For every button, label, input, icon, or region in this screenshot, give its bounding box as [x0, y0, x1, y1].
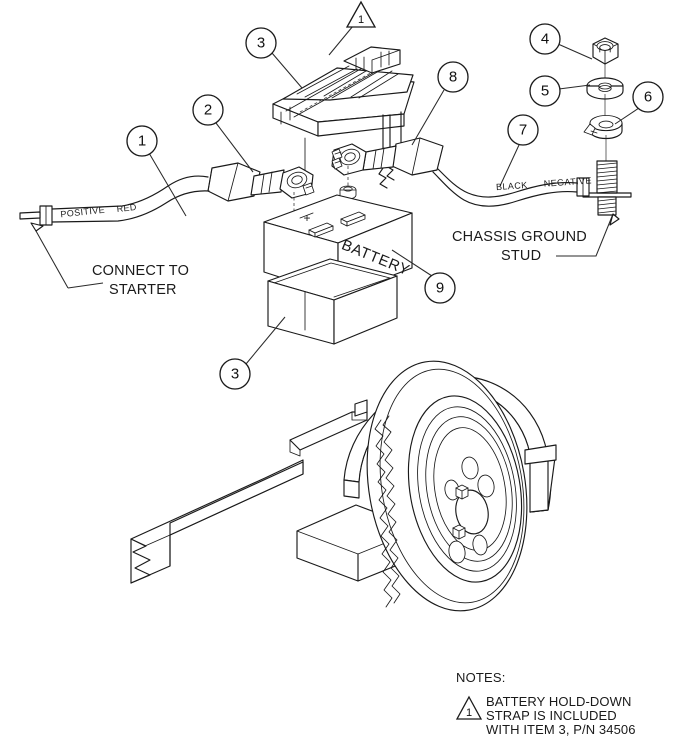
battery-holddown-strap-assembly [272, 46, 415, 189]
callout-balloon-8-label: 8 [449, 69, 457, 86]
cable-text-labels: POSITIVE RED BLACK NEGATIVE [60, 175, 592, 219]
connect-to-starter-label: CONNECT TO STARTER [92, 263, 189, 298]
trailer-frame-and-wheel [130, 360, 557, 612]
callout-balloon-6-label: 6 [644, 89, 652, 106]
positive-red-cable [19, 175, 210, 226]
triangle-callout-1[interactable]: 1 [345, 0, 377, 28]
connect-to-starter-line-2: STARTER [109, 282, 177, 298]
notes-item-1-line-3: WITH ITEM 3, P/N 34506 [486, 722, 636, 737]
callout-balloon-8[interactable]: 8 [437, 61, 469, 93]
callout-balloon-6[interactable]: 6 [632, 81, 664, 113]
notes-triangle-marker-1: 1 [455, 695, 483, 720]
callout-balloon-7-label: 7 [519, 122, 527, 139]
chassis-ground-stud-line-2: STUD [501, 248, 541, 264]
notes-item-1-line-1: BATTERY HOLD-DOWN [486, 694, 631, 709]
chassis-ground-stud-label: CHASSIS GROUND STUD [452, 229, 587, 264]
callout-balloon-9[interactable]: 9 [424, 272, 456, 304]
callout-balloon-1-label: 1 [138, 133, 146, 150]
callout-balloon-3-bottom[interactable]: 3 [219, 358, 251, 390]
negative-terminal-clamp [331, 143, 367, 176]
annotation-leaders [30, 213, 620, 289]
notes-block: NOTES: 1 BATTERY HOLD-DOWN STRAP IS INCL… [455, 670, 636, 737]
battery-box-tray [267, 258, 398, 345]
negative-black-cable [432, 167, 590, 207]
callout-balloon-3-bottom-label: 3 [231, 366, 239, 383]
callout-leaders [148, 25, 640, 365]
triangle-callout-1-label: 1 [358, 14, 364, 26]
notes-triangle-marker-1-label: 1 [466, 707, 472, 719]
hardware-stack-nut-washers [583, 37, 624, 161]
balloon-callouts: 1 2 3 8 4 5 6 7 [126, 23, 664, 390]
callout-balloon-2[interactable]: 2 [192, 94, 224, 126]
callout-balloon-9-label: 9 [436, 280, 444, 297]
negative-cable-label-black: BLACK [496, 180, 528, 192]
connect-to-starter-line-1: CONNECT TO [92, 263, 189, 279]
positive-cable-label-red: RED [116, 202, 137, 214]
callout-balloon-5[interactable]: 5 [529, 75, 561, 107]
chassis-ground-stud-line-1: CHASSIS GROUND [452, 229, 587, 245]
callout-balloon-2-label: 2 [204, 102, 212, 119]
callout-balloon-7[interactable]: 7 [507, 114, 539, 146]
callout-balloon-5-label: 5 [541, 83, 549, 100]
callout-balloon-4-label: 4 [541, 31, 549, 48]
notes-heading: NOTES: [456, 670, 506, 685]
negative-cable-label-negative: NEGATIVE [543, 175, 592, 188]
positive-cable-lug-boot [207, 162, 285, 202]
callout-balloon-1[interactable]: 1 [126, 125, 158, 157]
callout-balloon-3-top-label: 3 [257, 35, 265, 52]
callout-balloon-3-top[interactable]: 3 [245, 27, 277, 59]
notes-item-1-line-2: STRAP IS INCLUDED [486, 708, 617, 723]
chassis-ground-stud [582, 160, 632, 216]
negative-cable-lug-boot [331, 137, 444, 200]
callout-balloon-4[interactable]: 4 [529, 23, 561, 55]
positive-cable-label-positive: POSITIVE [60, 205, 106, 220]
battery-positive-marker: + [303, 211, 310, 225]
